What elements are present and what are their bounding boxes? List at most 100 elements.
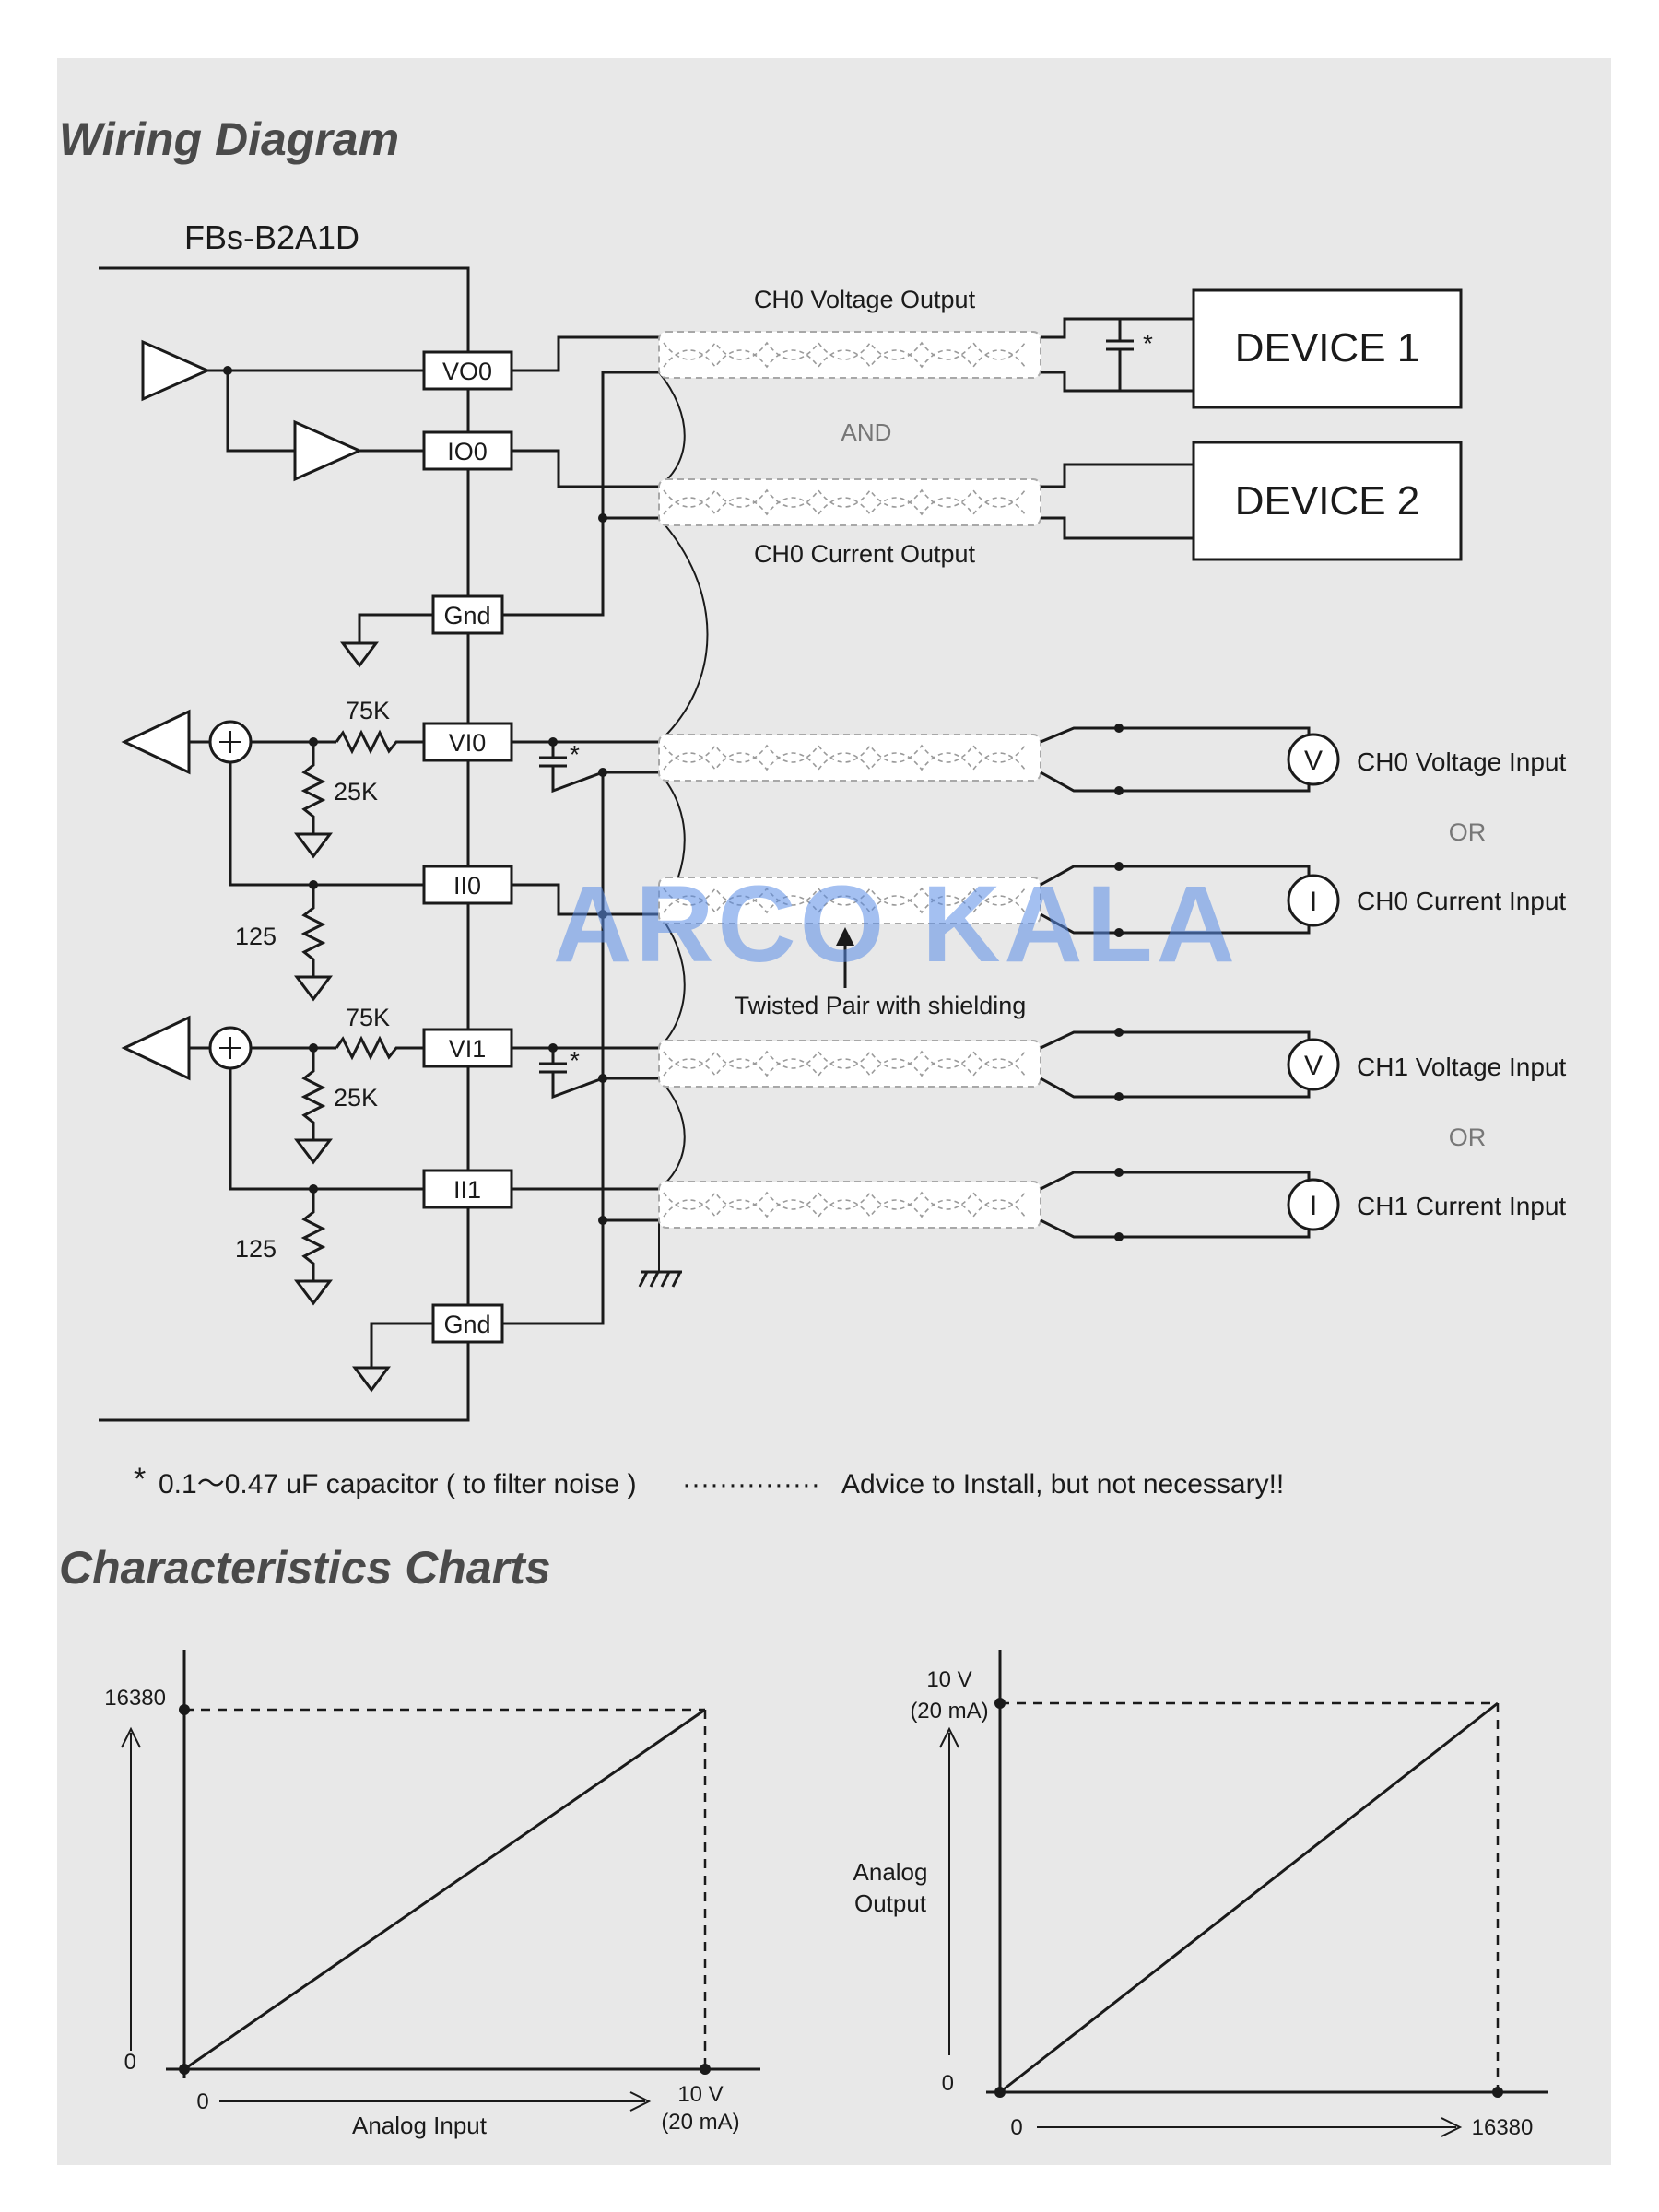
chart1-x-zero-label: 0 (196, 2089, 208, 2114)
or-label-2: OR (1449, 1124, 1487, 1151)
or-label-1: OR (1449, 818, 1487, 846)
voltage-output-amplifier-icon (141, 339, 211, 402)
cable-ch0-voltage-input (658, 734, 1041, 782)
ammeter-ch0-icon: I (1287, 874, 1340, 927)
ground-icon (294, 1138, 333, 1165)
cable-ch0-voltage-output (658, 331, 1041, 379)
resistor-75k-ch1-label: 75K (346, 1004, 390, 1031)
ch1-voltage-input-label: CH1 Voltage Input (1357, 1053, 1566, 1081)
device-2-label: DEVICE 2 (1235, 478, 1420, 524)
voltmeter-ch1-label: V (1304, 1051, 1323, 1081)
device-1-box (1192, 288, 1463, 409)
chart2-y-axis-label-2: Output (854, 1889, 927, 1917)
chassis-ground-icon (638, 1270, 682, 1288)
terminal-ii0-label: II0 (453, 872, 481, 900)
chart1-xmax-point (700, 2064, 711, 2075)
device-2-box (1192, 441, 1463, 561)
content-panel (57, 58, 1611, 2165)
terminal-ii1-label: II1 (453, 1176, 481, 1204)
resistor-25k-ch1 (300, 1048, 326, 1140)
note-leader: ··············· (682, 1469, 820, 1500)
chart1-series-line (183, 1708, 706, 2071)
ground-icon (294, 832, 333, 859)
cable-ch0-current-input (658, 877, 1041, 924)
device-1-label: DEVICE 1 (1235, 325, 1420, 371)
chart2-origin-point (994, 2087, 1006, 2098)
chart1-axes (166, 1650, 760, 2078)
chart2-xmax-point (1492, 2087, 1503, 2098)
terminal-vi0-label: VI0 (449, 729, 487, 757)
cable-ch1-voltage-input (658, 1040, 1041, 1088)
note-star: * (134, 1462, 146, 1497)
chart1-origin-point (179, 2064, 190, 2075)
chart2-ymax-point (994, 1698, 1006, 1709)
chart2-y-axis-label-1: Analog (853, 1858, 928, 1886)
voltmeter-ch1-icon: V (1287, 1038, 1340, 1091)
module-name: FBs-B2A1D (184, 218, 359, 256)
terminal-vi0 (422, 722, 513, 762)
chart2-x-zero-label: 0 (1010, 2115, 1022, 2140)
characteristics-charts-heading: Characteristics Charts (59, 1542, 551, 1594)
cable-ch0-current-output (658, 478, 1041, 526)
module-outline (99, 266, 470, 1422)
terminal-gnd-lower-label: Gnd (443, 1311, 490, 1338)
resistor-125-ch0-label: 125 (235, 923, 276, 950)
resistor-125-ch0 (300, 885, 326, 977)
chart2-y-zero-label: 0 (942, 2071, 954, 2096)
terminal-gnd-upper (431, 594, 504, 635)
chart1-y-zero-label: 0 (124, 2050, 136, 2075)
chart2-series-line (999, 1701, 1499, 2094)
terminal-vi1 (422, 1028, 513, 1068)
and-label: AND (841, 418, 892, 446)
chart1-ymax-point (179, 1704, 190, 1715)
terminal-vo0-label: VO0 (442, 358, 492, 385)
chart1-y-top-label: 16380 (104, 1686, 166, 1711)
chart1-x-max-label-2: (20 mA) (661, 2110, 739, 2135)
chart1-x-max-label-1: 10 V (677, 2082, 723, 2107)
ammeter-ch0-label: I (1310, 887, 1317, 917)
voltmeter-ch0-label: V (1304, 746, 1323, 776)
ammeter-ch1-icon: I (1287, 1178, 1340, 1231)
cable-ch1-current-input (658, 1181, 1041, 1229)
chart2-axes (986, 1650, 1548, 2094)
ammeter-ch1-label: I (1310, 1191, 1317, 1221)
terminal-gnd-upper-label: Gnd (443, 602, 490, 629)
terminal-vi1-label: VI1 (449, 1035, 487, 1063)
ground-icon (294, 975, 333, 1002)
voltmeter-ch0-icon: V (1287, 733, 1340, 786)
ch0-current-input-label: CH0 Current Input (1357, 887, 1566, 915)
resistor-25k-ch0-label: 25K (334, 778, 378, 806)
ch0-voltage-output-label: CH0 Voltage Output (754, 286, 976, 313)
terminal-io0-label: IO0 (447, 438, 488, 465)
pointer-arrow-icon (836, 927, 854, 946)
capacitor-mark-vi0: * (570, 740, 580, 769)
resistor-75k-ch1 (335, 1035, 424, 1061)
resistor-25k-ch0 (300, 742, 326, 834)
ch1-current-input-label: CH1 Current Input (1357, 1192, 1566, 1220)
capacitor-mark-vi1: * (570, 1046, 580, 1075)
chart2-y-top-label-2: (20 mA) (910, 1699, 988, 1724)
watermark: ARCO KALA (553, 864, 1239, 985)
ground-icon (352, 1366, 391, 1393)
chart2-x-max-label: 16380 (1472, 2115, 1534, 2140)
capacitor-mark-device1: * (1143, 329, 1153, 358)
ground-icon (294, 1279, 333, 1306)
resistor-125-ch1-label: 125 (235, 1235, 276, 1263)
terminal-ii0 (422, 865, 513, 905)
resistor-125-ch1 (300, 1189, 326, 1281)
ground-icon (340, 641, 379, 668)
chart2-y-top-label-1: 10 V (926, 1667, 971, 1692)
resistor-75k-ch0 (335, 729, 424, 755)
resistor-25k-ch1-label: 25K (334, 1084, 378, 1112)
note-advice: Advice to Install, but not necessary!! (841, 1469, 1284, 1500)
resistor-75k-ch0-label: 75K (346, 697, 390, 724)
note-text: 0.1～0.47 uF capacitor ( to filter noise … (159, 1469, 637, 1500)
wiring-diagram-heading: Wiring Diagram (59, 113, 400, 165)
ch0-voltage-input-label: CH0 Voltage Input (1357, 747, 1566, 776)
twisted-pair-label: Twisted Pair with shielding (735, 992, 1027, 1019)
ch0-current-output-label: CH0 Current Output (754, 540, 976, 568)
chart1-x-axis-label: Analog Input (352, 2112, 488, 2139)
